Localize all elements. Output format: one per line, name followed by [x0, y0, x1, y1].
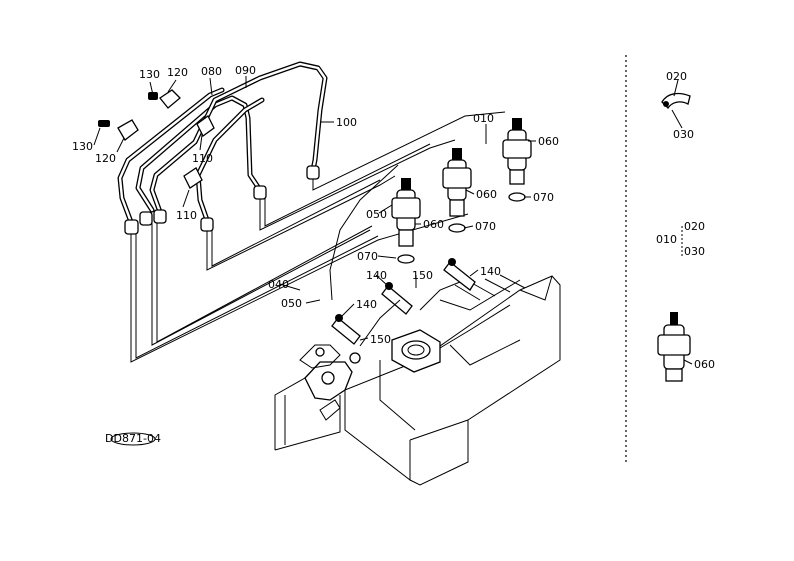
engine-block	[274, 274, 561, 486]
label-080: 080	[201, 65, 222, 78]
injection-pipes	[117, 61, 328, 225]
glow-plugs	[331, 258, 476, 347]
label-010: 010	[473, 112, 494, 125]
label-010-detail: 010	[656, 233, 677, 246]
label-040: 040	[268, 278, 289, 291]
label-060-detail: 060	[694, 358, 715, 371]
label-020-detail: 020	[666, 70, 687, 83]
label-130-left: 130	[72, 140, 93, 153]
label-050-lower: 050	[281, 297, 302, 310]
stamp-text: DD871-04	[105, 432, 161, 445]
nozzle-2	[442, 148, 472, 233]
label-110-upper: 110	[192, 152, 213, 165]
label-070-right: 070	[533, 191, 554, 204]
leader-lines	[93, 76, 693, 365]
label-120-left: 120	[95, 152, 116, 165]
label-030-detail: 030	[673, 128, 694, 141]
label-070-mid: 070	[475, 220, 496, 233]
label-130-top: 130	[139, 68, 160, 81]
nozzle-3	[391, 178, 421, 264]
label-140-upper: 140	[366, 269, 387, 282]
label-060-mid: 060	[476, 188, 497, 201]
label-110-lower: 110	[176, 209, 197, 222]
part-labels: 130 120 080 090 100 130 120 110 110 010 …	[72, 64, 715, 371]
detail-nozzle	[657, 312, 691, 382]
label-090: 090	[235, 64, 256, 77]
label-140-lower: 140	[356, 298, 377, 311]
label-150-lower: 150	[370, 333, 391, 346]
return-pipe-frame	[130, 111, 506, 363]
label-060-right: 060	[538, 135, 559, 148]
label-030-detail-b: 030	[684, 245, 705, 258]
label-120-top: 120	[167, 66, 188, 79]
nozzle-1	[502, 118, 532, 202]
leak-line	[329, 164, 399, 301]
drawing-stamp: DD871-04	[105, 432, 161, 446]
label-060-left: 060	[423, 218, 444, 231]
label-050-upper: 050	[366, 208, 387, 221]
label-020-detail-b: 020	[684, 220, 705, 233]
pipe-clamps	[98, 89, 215, 189]
label-150-upper: 150	[412, 269, 433, 282]
label-070-left: 070	[357, 250, 378, 263]
detail-fitting	[661, 92, 691, 110]
label-100: 100	[336, 116, 357, 129]
pipe-nuts	[124, 165, 320, 235]
label-140-right: 140	[480, 265, 501, 278]
